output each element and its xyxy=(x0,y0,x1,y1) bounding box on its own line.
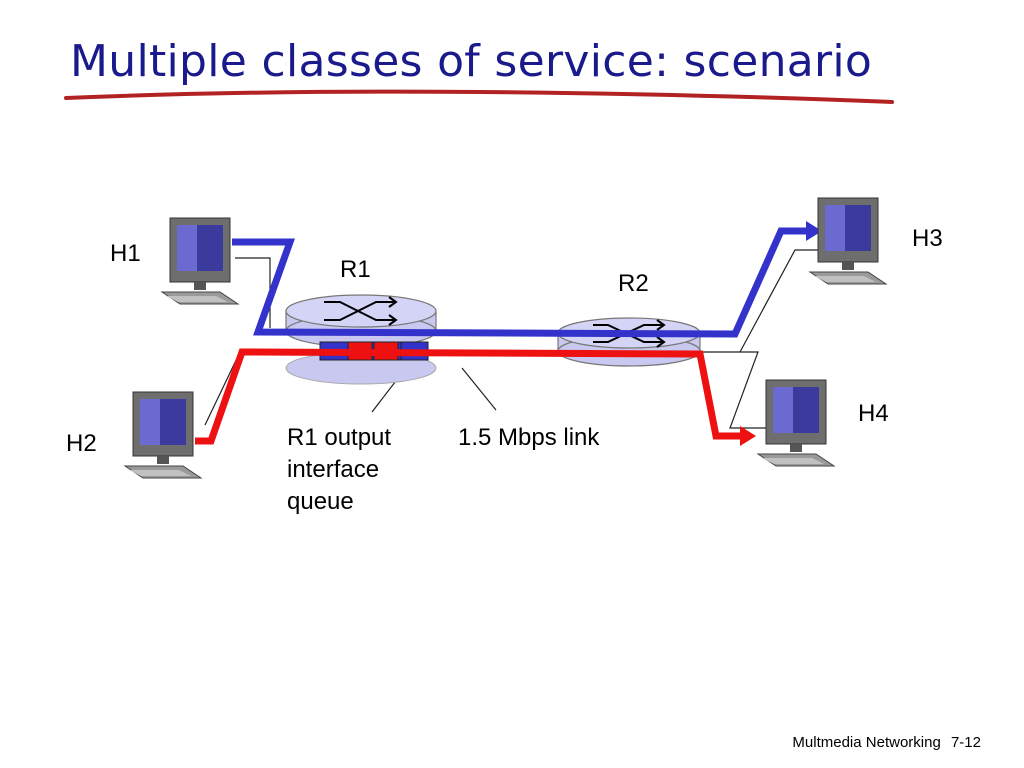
arrowhead-red-icon xyxy=(740,426,756,446)
host-h4-computer-icon xyxy=(757,379,835,467)
flow-blue-h1-h3 xyxy=(232,227,808,338)
label-h3: H3 xyxy=(912,225,943,252)
label-h2: H2 xyxy=(66,430,97,457)
queue-label: R1 output interface queue xyxy=(287,424,392,515)
label-h1: H1 xyxy=(110,240,141,267)
footer-course: Multmedia Networking xyxy=(792,734,941,751)
host-h2-computer-icon xyxy=(124,391,202,479)
router-r1-icon xyxy=(324,296,398,326)
slide-title: Multiple classes of service: scenario xyxy=(70,36,873,87)
title-underline xyxy=(64,89,894,104)
host-h1-computer-icon xyxy=(161,217,239,305)
label-r2: R2 xyxy=(618,270,649,297)
label-h4: H4 xyxy=(858,400,889,427)
slide-footer: Multmedia Networking 7-12 xyxy=(786,734,981,751)
arrowhead-blue-icon xyxy=(806,221,822,241)
footer-page-number: 7-12 xyxy=(950,734,981,751)
router-r2 xyxy=(557,317,701,367)
host-h3-computer-icon xyxy=(809,197,887,285)
label-r1: R1 xyxy=(340,256,371,283)
flow-red-h2-h4 xyxy=(195,348,742,445)
link-label: 1.5 Mbps link xyxy=(458,424,600,451)
router-r1 xyxy=(285,294,437,385)
